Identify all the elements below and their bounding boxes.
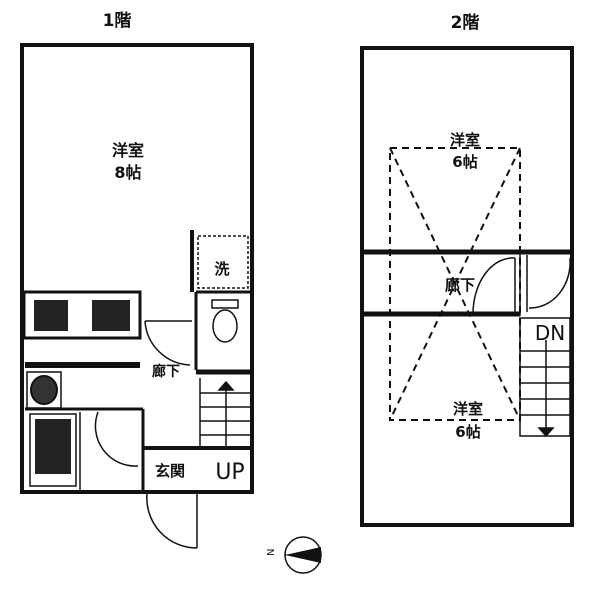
door-swing (94, 411, 139, 467)
room-size: 8帖 (114, 163, 141, 182)
loft-outline (389, 147, 521, 421)
floor-1-title: 1階 (103, 11, 132, 31)
toilet-icon (212, 309, 238, 343)
room-name: 洋室 (112, 141, 144, 160)
compass-icon (284, 536, 322, 574)
room-name: 洋室 (450, 131, 480, 149)
laundry-area (197, 235, 249, 289)
stairs-up-label: UP (215, 460, 244, 485)
laundry-label: 洗 (214, 260, 229, 278)
door-swing (472, 257, 516, 315)
floor-2-title: 2階 (451, 13, 480, 33)
room-size: 6帖 (452, 153, 477, 171)
stairs-1f (199, 378, 252, 446)
hallway-label: 廊下 (152, 363, 180, 380)
floor-1 (20, 43, 254, 549)
room-size: 6帖 (455, 423, 480, 441)
stairs-2f (519, 317, 571, 438)
washing-machine-icon (30, 375, 58, 405)
entrance-label: 玄関 (155, 462, 185, 480)
hallway-label: 廊下 (445, 276, 475, 294)
entrance-door[interactable] (146, 493, 198, 549)
compass-north-label: N (266, 549, 277, 556)
room-name: 洋室 (453, 400, 483, 418)
floor-1-outer-wall (20, 43, 254, 494)
stairs-down-label: DN (535, 321, 565, 345)
floor-2 (360, 46, 574, 527)
closet (22, 290, 142, 340)
floor-2-outer-wall (360, 46, 574, 527)
bathtub (29, 413, 77, 487)
door-swing (144, 320, 192, 366)
closet-door (528, 257, 571, 309)
